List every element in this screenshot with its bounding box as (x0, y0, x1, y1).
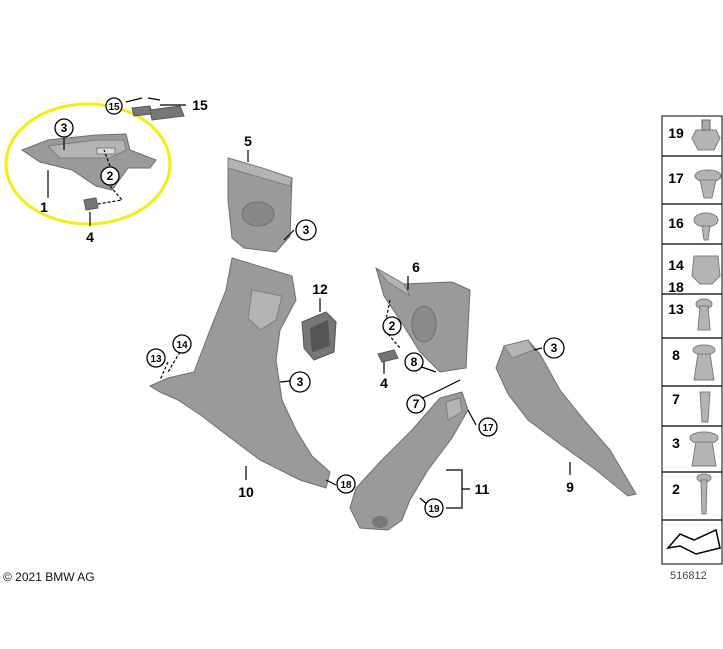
svg-text:12: 12 (312, 281, 328, 297)
svg-text:9: 9 (566, 479, 574, 495)
arrow-icon (666, 528, 721, 555)
svg-text:2: 2 (107, 169, 114, 183)
highlight-ellipse (4, 102, 172, 226)
svg-text:15: 15 (192, 97, 208, 113)
callout-1: 1 (40, 199, 48, 215)
callout-3d: 3 (543, 337, 565, 359)
callout-17: 17 (478, 417, 498, 437)
callout-3a: 3 (54, 118, 74, 138)
fastener-3[interactable]: 3 (672, 431, 719, 467)
svg-text:3: 3 (551, 341, 558, 355)
callout-12: 12 (312, 281, 328, 297)
callout-10: 10 (238, 484, 254, 500)
fastener-16[interactable]: 16 (668, 212, 719, 241)
callout-6: 6 (412, 259, 420, 275)
svg-text:5: 5 (244, 133, 252, 149)
svg-text:14: 14 (668, 257, 684, 273)
part-11-c-pillar-lower[interactable] (349, 391, 469, 531)
svg-text:19: 19 (428, 504, 440, 515)
callout-4b: 4 (380, 375, 388, 391)
svg-text:15: 15 (108, 102, 120, 113)
fastener-13[interactable]: 13 (668, 298, 713, 331)
svg-text:7: 7 (413, 397, 420, 411)
svg-text:16: 16 (668, 215, 684, 231)
callout-3b: 3 (295, 219, 317, 241)
svg-text:3: 3 (303, 223, 310, 237)
svg-text:19: 19 (668, 125, 684, 141)
copyright-text: © 2021 BMW AG (3, 570, 95, 584)
part-12-vent[interactable] (301, 311, 337, 361)
fastener-14-18[interactable]: 14 18 (668, 255, 721, 295)
callout-13: 13 (146, 348, 166, 368)
svg-text:10: 10 (238, 484, 254, 500)
callout-3c: 3 (289, 371, 311, 393)
fastener-17[interactable]: 17 (668, 169, 722, 199)
callout-8: 8 (404, 352, 424, 372)
part-4-clip-mid[interactable] (377, 349, 399, 363)
callout-11: 11 (475, 481, 490, 497)
part-15-clips[interactable] (125, 97, 185, 121)
svg-text:17: 17 (668, 170, 684, 186)
svg-text:18: 18 (668, 279, 684, 295)
callout-2a: 2 (100, 166, 120, 186)
fastener-7[interactable]: 7 (672, 391, 711, 423)
callout-5: 5 (244, 133, 252, 149)
part-5-b-pillar-upper[interactable] (227, 157, 293, 253)
part-1-trim[interactable] (20, 133, 157, 191)
svg-text:14: 14 (176, 340, 188, 351)
svg-text:4: 4 (380, 375, 388, 391)
callout-14: 14 (172, 334, 192, 354)
fastener-19[interactable]: 19 (668, 119, 721, 151)
part-10-b-pillar-lower[interactable] (148, 257, 331, 489)
callout-18: 18 (336, 474, 356, 494)
svg-text:13: 13 (668, 301, 684, 317)
part-9-d-pillar[interactable] (495, 339, 637, 497)
fastener-2[interactable]: 2 (672, 473, 712, 515)
part-6-c-pillar-upper[interactable] (375, 266, 471, 373)
svg-text:18: 18 (340, 480, 352, 491)
callout-4a: 4 (86, 229, 94, 245)
svg-text:17: 17 (482, 423, 494, 434)
svg-text:3: 3 (61, 121, 68, 135)
fastener-8[interactable]: 8 (672, 344, 716, 381)
callout-15b: 15 (192, 97, 208, 113)
svg-text:13: 13 (150, 354, 162, 365)
svg-text:4: 4 (86, 229, 94, 245)
svg-text:6: 6 (412, 259, 420, 275)
svg-text:8: 8 (411, 355, 418, 369)
svg-text:2: 2 (672, 481, 680, 497)
callout-19: 19 (424, 498, 444, 518)
svg-text:8: 8 (672, 347, 680, 363)
svg-text:3: 3 (297, 375, 304, 389)
svg-text:11: 11 (475, 481, 490, 497)
leader-lines (47, 104, 571, 509)
callout-2b: 2 (382, 316, 402, 336)
svg-text:7: 7 (672, 391, 680, 407)
callout-7: 7 (406, 394, 426, 414)
callout-15a: 15 (105, 97, 123, 115)
svg-text:1: 1 (40, 199, 48, 215)
diagram-number: 516812 (670, 570, 707, 582)
part-4-clip-top[interactable] (83, 197, 99, 211)
svg-text:3: 3 (672, 435, 680, 451)
svg-text:2: 2 (389, 319, 396, 333)
callout-9: 9 (566, 479, 574, 495)
